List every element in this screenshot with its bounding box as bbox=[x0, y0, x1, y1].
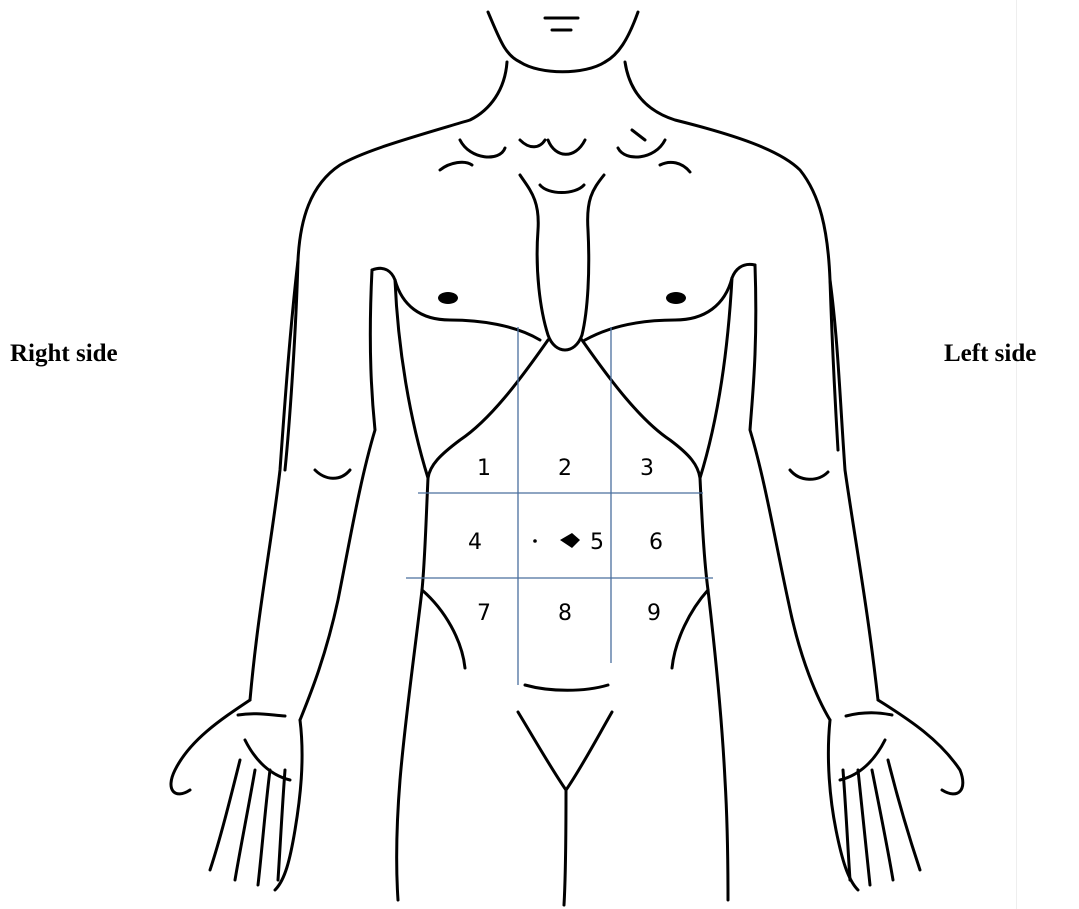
region-label-5: 5 bbox=[590, 530, 604, 555]
head-outline bbox=[488, 12, 638, 72]
pelvis-outline bbox=[518, 685, 612, 905]
region-label-8: 8 bbox=[558, 601, 572, 626]
nipple-marks bbox=[438, 292, 686, 304]
left-side-label: Left side bbox=[944, 340, 1036, 368]
region-label-7: 7 bbox=[477, 601, 491, 626]
region-label-3: 3 bbox=[640, 456, 654, 481]
right-arm-outline bbox=[171, 260, 375, 890]
left-arm-outline bbox=[750, 265, 963, 890]
sternum-outline bbox=[520, 175, 604, 350]
region-label-2: 2 bbox=[558, 456, 572, 481]
abdominal-grid bbox=[406, 327, 713, 685]
region-label-1: 1 bbox=[477, 456, 491, 481]
region-label-4: 4 bbox=[468, 530, 482, 555]
clavicle-marks bbox=[440, 130, 690, 172]
navel-mark bbox=[533, 533, 580, 548]
chest-outline bbox=[372, 264, 755, 478]
region-label-6: 6 bbox=[649, 530, 663, 555]
right-side-label: Right side bbox=[10, 340, 118, 368]
region-label-9: 9 bbox=[647, 601, 661, 626]
